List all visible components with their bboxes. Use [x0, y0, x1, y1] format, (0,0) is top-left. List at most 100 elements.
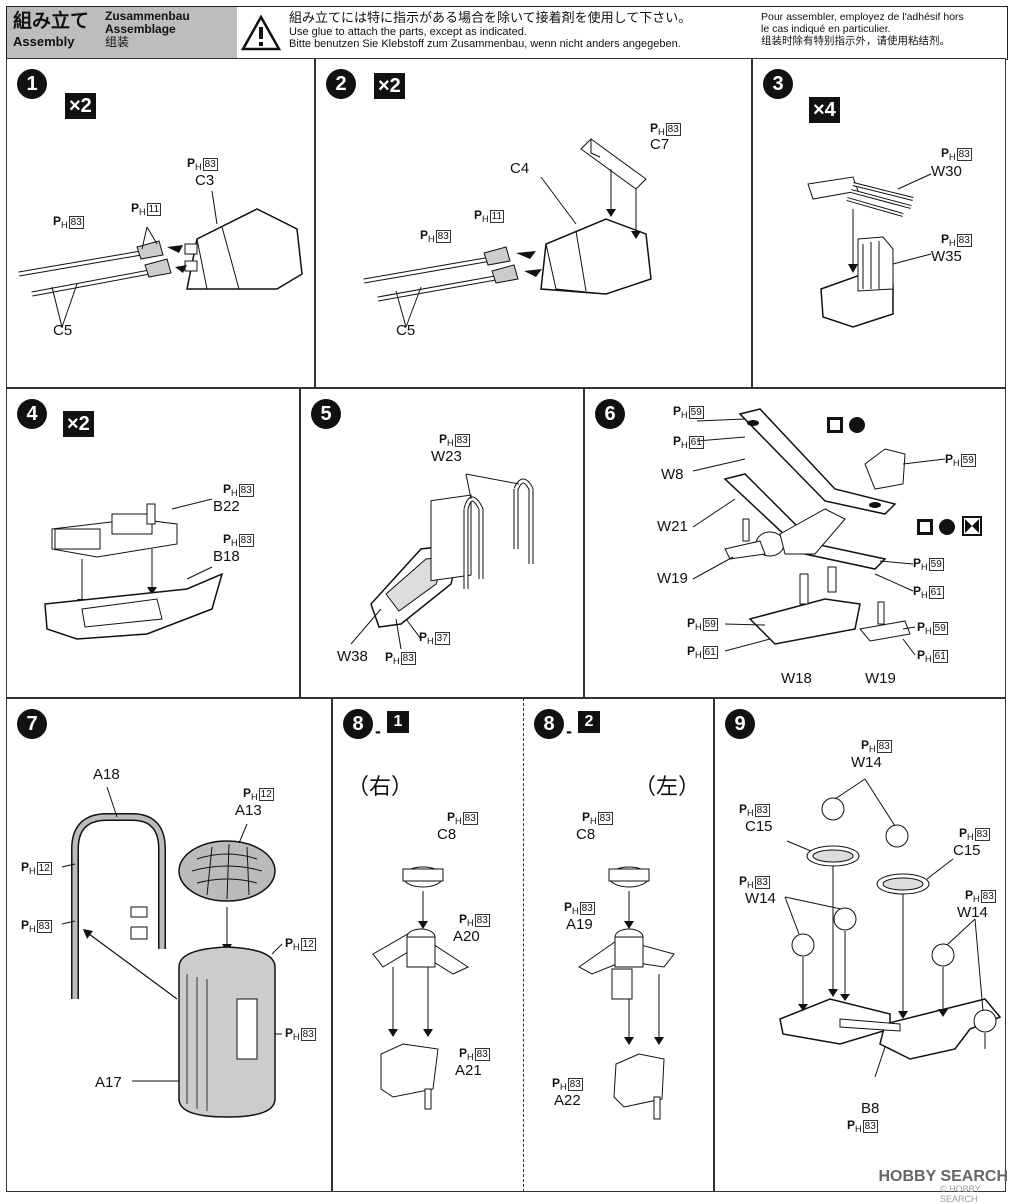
title-chinese: 组装 [105, 35, 130, 49]
turret-diagram [363, 138, 652, 328]
title-japanese: 組み立て [13, 10, 90, 32]
part-label-c8: C8 [437, 826, 457, 843]
part-label-a20: A20 [453, 928, 480, 945]
sub-step-number: 2 [578, 711, 600, 733]
gun-mount-diagram [807, 173, 932, 328]
side-indicator-right: （右） [347, 775, 414, 800]
part-label-c15: C15 [953, 842, 981, 859]
turret-diagram [18, 190, 303, 328]
part-label-c3: C3 [195, 172, 215, 189]
part-label-w38: W38 [337, 648, 368, 665]
searchlight-platform-diagram [779, 778, 1002, 1078]
part-label-w14: W14 [745, 890, 776, 907]
title-german: Zusammenbau [105, 9, 190, 23]
mast-right-diagram [372, 866, 470, 1110]
part-label-c4: C4 [510, 160, 530, 177]
quantity-badge: ×4 [809, 97, 840, 123]
part-label-w18: W18 [781, 670, 812, 687]
part-label-a21: A21 [455, 1062, 482, 1079]
step-6-panel: 6 W8 W21 W19 [584, 388, 1006, 698]
glue-instructions-fr-cn: Pour assembler, employez de l'adhésif ho… [757, 7, 1007, 59]
title-english: Assembly [13, 34, 75, 49]
part-label-a17: A17 [95, 1074, 122, 1091]
step-number: 3 [763, 69, 793, 99]
side-indicator-left: （左） [634, 775, 701, 800]
step-9-panel: 9 W14 C15 C15 W14 W [714, 698, 1006, 1192]
glue-text-english: Use glue to attach the parts, except as … [289, 26, 527, 38]
step-number: 8 [534, 709, 564, 739]
part-label-c5: C5 [53, 322, 73, 339]
quantity-badge: ×2 [374, 73, 405, 99]
part-label-w8: W8 [661, 466, 684, 483]
part-label-w30: W30 [931, 163, 962, 180]
part-label-c15: C15 [745, 818, 773, 835]
boat-diagram [44, 498, 224, 640]
title-french: Assemblage [105, 22, 176, 36]
part-label-w23: W23 [431, 448, 462, 465]
header-title-block: 組み立て Assembly Zusammenbau Assemblage 组装 [7, 7, 237, 59]
sub-step-number: 1 [387, 711, 409, 733]
watermark: HOBBY SEARCH [878, 1168, 1009, 1185]
part-label-b22: B22 [213, 498, 240, 515]
step-number: 2 [326, 69, 356, 99]
glue-text-german: Bitte benutzen Sie Klebstoff zum Zusamme… [289, 38, 681, 50]
part-label-w19: W19 [865, 670, 896, 687]
copyright: © HOBBY SEARCH [940, 1184, 981, 1204]
step-number: 1 [17, 69, 47, 99]
part-label-b8: B8 [861, 1100, 880, 1117]
part-label-a19: A19 [566, 916, 593, 933]
step-number: 8 [343, 709, 373, 739]
warning-icon [237, 7, 285, 59]
glue-text-japanese: 組み立てには特に指示がある場合を除いて接着剤を使用して下さい。 [289, 11, 692, 26]
glue-text-chinese: 组装时除有特别指示外，请使用粘结剂。 [761, 35, 950, 47]
part-label-w14: W14 [957, 904, 988, 921]
instruction-header: 組み立て Assembly Zusammenbau Assemblage 组装 … [6, 6, 1008, 60]
part-label-c7: C7 [650, 136, 670, 153]
glue-text-french-2: le cas indiqué en particulier. [761, 23, 891, 35]
part-label-a22: A22 [554, 1092, 581, 1109]
step-number: 5 [311, 399, 341, 429]
part-label-a13: A13 [235, 802, 262, 819]
step-number: 4 [17, 399, 47, 429]
step-number: 6 [595, 399, 625, 429]
